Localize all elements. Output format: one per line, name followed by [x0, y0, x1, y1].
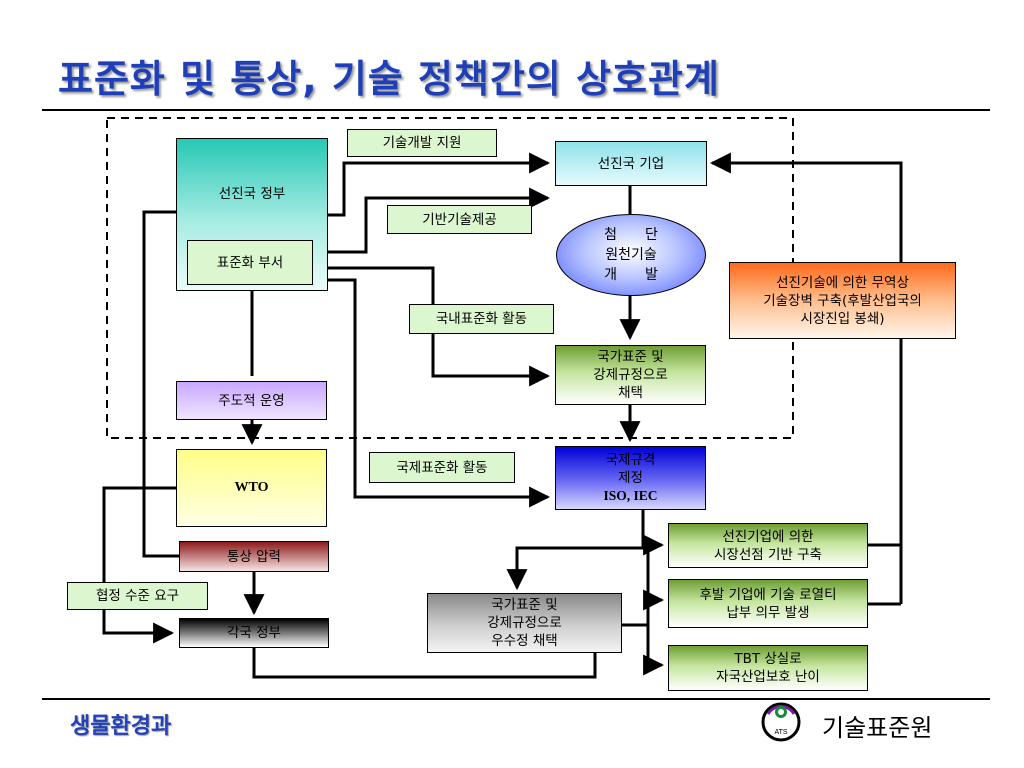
trade-barrier-line-3: 시장진입 봉쇄)	[800, 310, 885, 327]
tbt-line-2: 자국산업보호 난이	[716, 669, 820, 685]
arrow-bus-to-company	[709, 152, 903, 604]
tbt-line-1: TBT 상실로	[734, 651, 802, 667]
intl-norm-line-2: 제정	[618, 470, 643, 486]
royalty-line-2: 납부 의무 발생	[726, 604, 810, 621]
national-standard-line-1: 국가표준 및	[597, 349, 664, 365]
royalty-line-1: 후발 기업에 기술 로열티	[699, 586, 837, 603]
cutting-edge-tech-ellipse: 첨 단 원천기술 개 발	[556, 214, 706, 296]
cutting-edge-line-2: 원천기술	[605, 247, 657, 263]
title-divider	[42, 109, 990, 111]
tech-support-label: 기술개발 지원	[382, 135, 462, 151]
arrow-adopt-to-tbt	[643, 625, 665, 676]
basic-tech-box: 기반기술제공	[387, 205, 532, 234]
tbt-loss-box: TBT 상실로 자국산업보호 난이	[668, 645, 868, 691]
domestic-standardization-box: 국내표준화 활동	[409, 304, 554, 334]
market-preemption-line-1: 선진기업에 의한	[722, 528, 814, 545]
organization-name: 기술표준원	[822, 714, 933, 742]
line-gov-to-adopt	[252, 648, 597, 679]
intl-standardization-activity-label: 국제표준화 활동	[396, 459, 488, 476]
advanced-government-label: 선진국 정부	[218, 186, 286, 202]
advanced-company-label: 선진국 기업	[597, 155, 665, 172]
each-government-box: 각국 정부	[179, 618, 329, 648]
leading-operation-box: 주도적 운영	[176, 381, 327, 420]
ats-logo-text: ATS	[774, 729, 787, 736]
standardization-dept-label: 표준화 부서	[216, 254, 284, 271]
domestic-standardization-label: 국내표준화 활동	[435, 311, 528, 327]
adoption-line-2: 강제규정으로	[487, 615, 562, 631]
royalty-obligation-box: 후발 기업에 기술 로열티 납부 의무 발생	[668, 579, 868, 628]
page-title: 표준화 및 통상, 기술 정책간의 상호관계	[58, 57, 720, 101]
national-standard-line-2: 강제규정으로	[593, 367, 668, 383]
tech-support-box: 기술개발 지원	[347, 129, 497, 157]
wto-box: WTO	[176, 449, 327, 527]
market-preemption-box: 선진기업에 의한 시장선점 기반 구축	[668, 523, 868, 568]
footer-divider	[42, 698, 990, 700]
each-government-label: 각국 정부	[227, 625, 281, 641]
arrow-gov-to-company	[328, 152, 551, 217]
department-name: 생물환경과	[70, 714, 172, 739]
arrow-intl-to-adopt	[506, 510, 645, 591]
national-standard-box: 국가표준 및 강제규정으로 채택	[555, 345, 706, 405]
intl-norm-box: 국제규격 제정 ISO, IEC	[555, 446, 706, 510]
intl-standardization-activity-box: 국제표준화 활동	[369, 452, 515, 483]
arrow-dept-to-basic	[313, 187, 551, 254]
trade-barrier-line-1: 선진기술에 의한 무역상	[776, 274, 909, 291]
basic-tech-label: 기반기술제공	[422, 211, 497, 228]
arrow-wto-to-gov	[102, 486, 176, 644]
ats-logo-icon: ATS	[761, 702, 801, 742]
arrow-adopt-to-preempt	[622, 534, 665, 627]
trade-barrier-line-2: 기술장벽 구축(후발산업국의	[763, 292, 922, 309]
intl-norm-line-3: ISO, IEC	[603, 488, 658, 503]
national-standard-line-3: 채택	[618, 385, 643, 401]
wto-label: WTO	[234, 480, 269, 495]
cutting-edge-line-3: 개 발	[604, 267, 658, 283]
standardization-dept-box: 표준화 부서	[187, 240, 313, 285]
arrow-dept-to-intl	[313, 278, 551, 508]
trade-barrier-box: 선진기술에 의한 무역상 기술장벽 구축(후발산업국의 시장진입 봉쇄)	[729, 262, 956, 339]
agreement-demand-box: 협정 수준 요구	[67, 582, 208, 610]
advanced-company-box: 선진국 기업	[555, 141, 707, 186]
trade-pressure-label: 통상 압력	[227, 548, 281, 565]
cutting-edge-line-1: 첨 단	[604, 227, 658, 243]
trade-pressure-box: 통상 압력	[179, 541, 329, 572]
market-preemption-line-2: 시장선점 기반 구축	[714, 546, 822, 563]
intl-norm-line-1: 국제규격	[605, 452, 656, 468]
adoption-line-1: 국가표준 및	[491, 597, 558, 613]
national-standard-adoption-box: 국가표준 및 강제규정으로 우수정 채택	[427, 593, 622, 653]
line-gov-to-pressure	[142, 210, 179, 558]
leading-operation-label: 주도적 운영	[218, 392, 285, 409]
adoption-line-3: 우수정 채택	[491, 633, 558, 649]
agreement-demand-label: 협정 수준 요구	[95, 588, 180, 604]
